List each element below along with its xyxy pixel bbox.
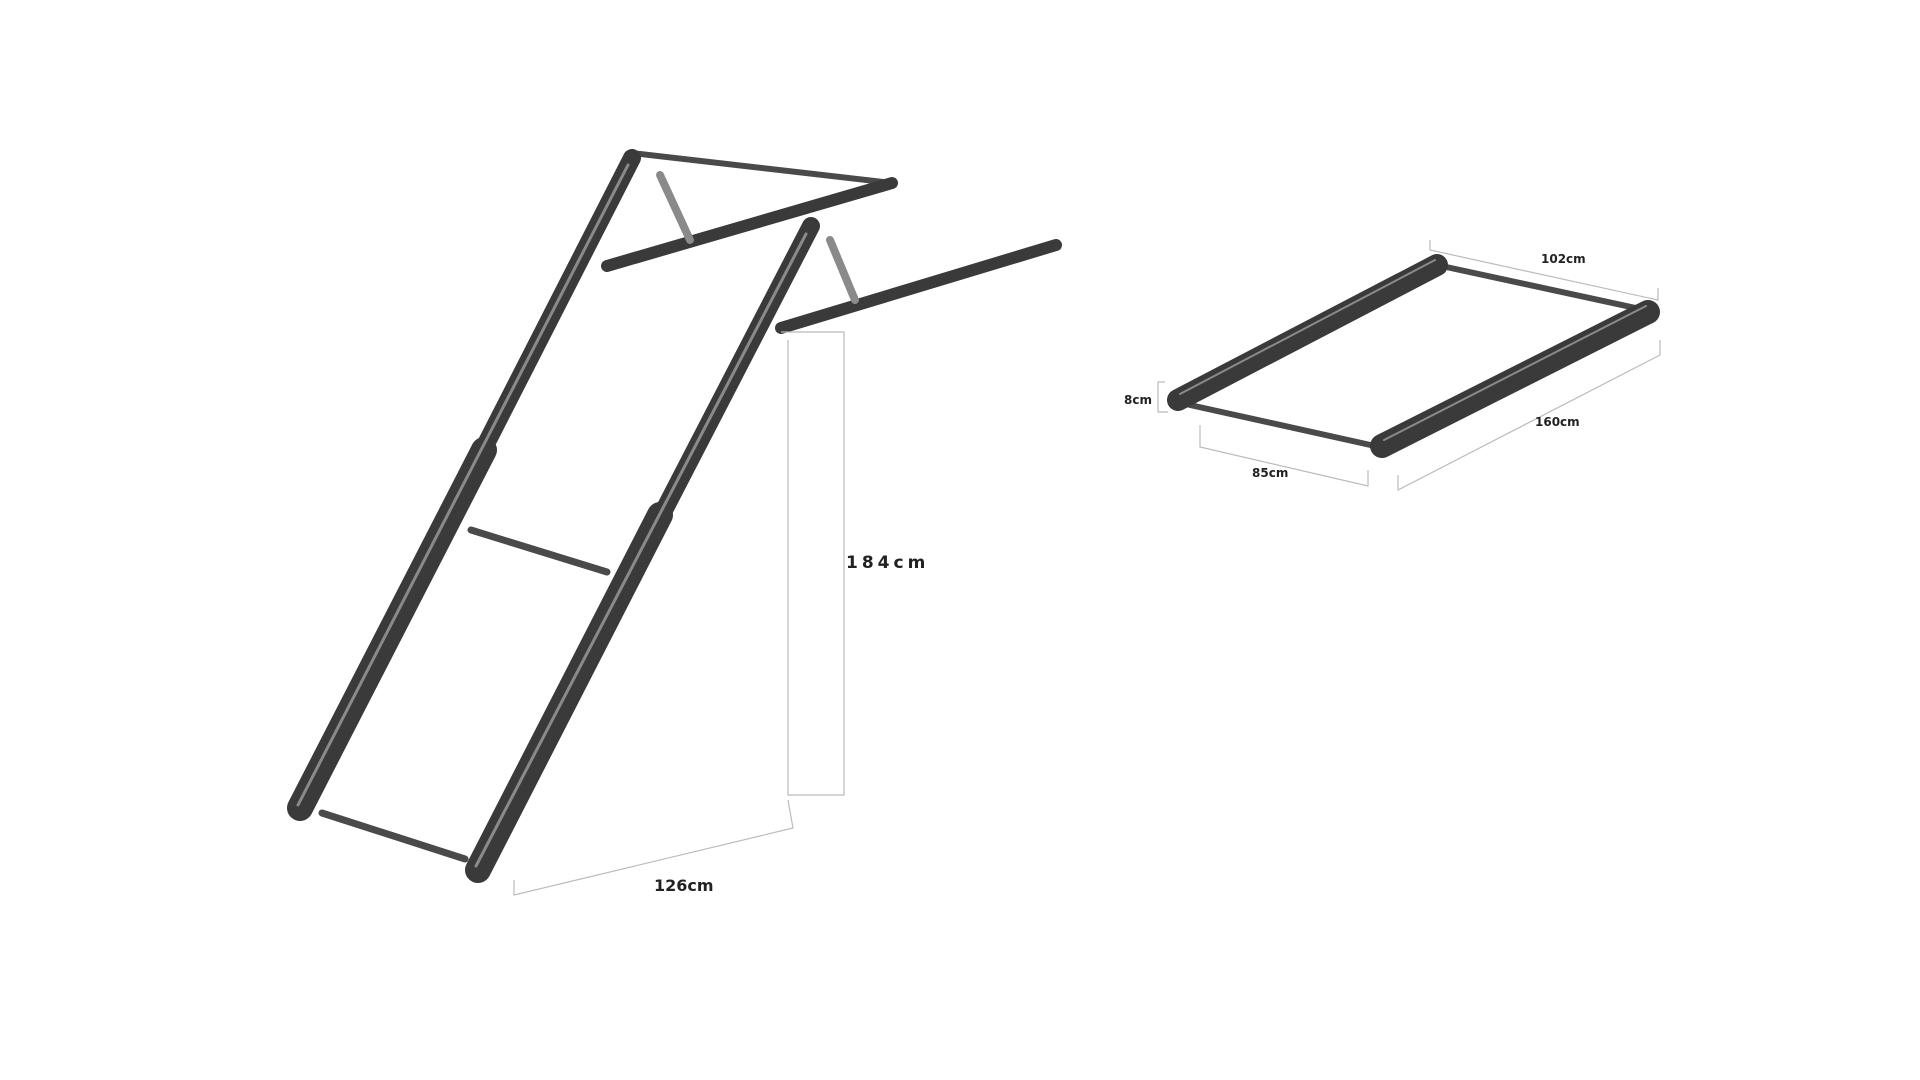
ladder-height-label: 184cm [846,553,930,573]
ladder-height-dimension-line [781,331,845,796]
frame-length-label: 160cm [1535,415,1580,429]
frame-left-rail-highlight [1179,259,1436,395]
frame-front-bar [1187,402,1378,449]
frame-drawing [1157,240,1661,491]
frame-width-label: 102cm [1541,252,1586,266]
ladder-top-bar [629,150,895,186]
ladder-left-brace [656,171,694,244]
ladder-left-rail-lower [287,437,497,821]
frame-back-bar [1434,262,1657,315]
frame-inner-width-dimension-line [1199,425,1369,487]
frame-left-rail [1167,254,1448,411]
ladder-bottom-rung [318,809,469,863]
ladder-mid-rung [467,526,611,576]
ladder-width-label: 126cm [654,876,714,895]
frame-inner-width-label: 85cm [1252,466,1289,480]
ladder-right-brace [826,236,859,304]
ladder-left-arm [601,177,898,272]
ladder-right-rail-highlight [474,232,808,868]
ladder-drawing [287,149,1062,896]
ladder-right-arm [775,239,1062,334]
ladder-width-dimension-line [513,799,794,896]
frame-right-rail [1370,300,1660,458]
frame-length-dimension-line [1397,340,1661,491]
frame-right-rail-highlight [1383,305,1647,441]
frame-height-dimension-line [1157,381,1168,413]
ladder-left-rail-highlight [296,163,630,807]
frame-width-dimension-line [1429,240,1659,301]
frame-height-label: 8cm [1124,393,1152,407]
